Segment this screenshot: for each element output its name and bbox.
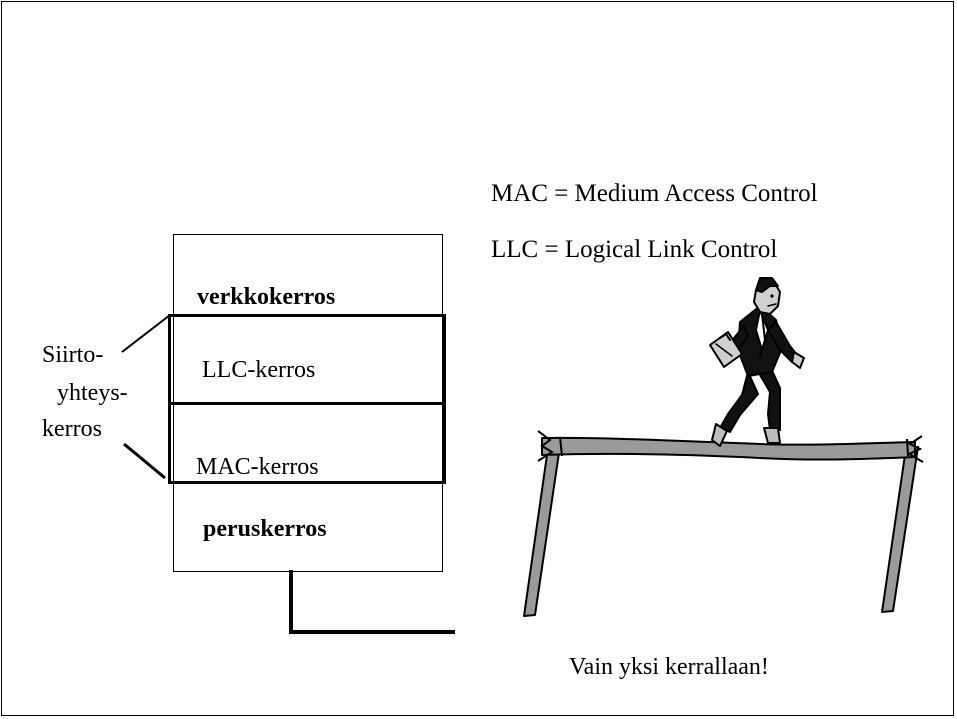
physical-layer-label: peruskerros	[203, 516, 327, 542]
bridge-icon	[523, 430, 924, 617]
side-label-line3: kerros	[42, 416, 102, 442]
side-label-line2: yhteys-	[57, 380, 128, 406]
mac-layer-label: MAC-kerros	[196, 454, 319, 480]
walking-man-icon	[709, 277, 805, 447]
mac-definition: MAC = Medium Access Control	[491, 180, 818, 207]
llc-mac-divider	[168, 402, 446, 405]
brace-line-bottom	[123, 442, 166, 480]
network-layer-label: verkkokerros	[197, 284, 336, 310]
cable-line	[289, 570, 455, 634]
llc-layer-label: LLC-kerros	[202, 357, 316, 383]
caption: Vain yksi kerrallaan!	[569, 654, 769, 680]
side-label-line1: Siirto-	[42, 342, 104, 368]
brace-line-top	[121, 314, 171, 353]
llc-definition: LLC = Logical Link Control	[491, 236, 778, 263]
data-link-layer-box	[168, 314, 446, 484]
